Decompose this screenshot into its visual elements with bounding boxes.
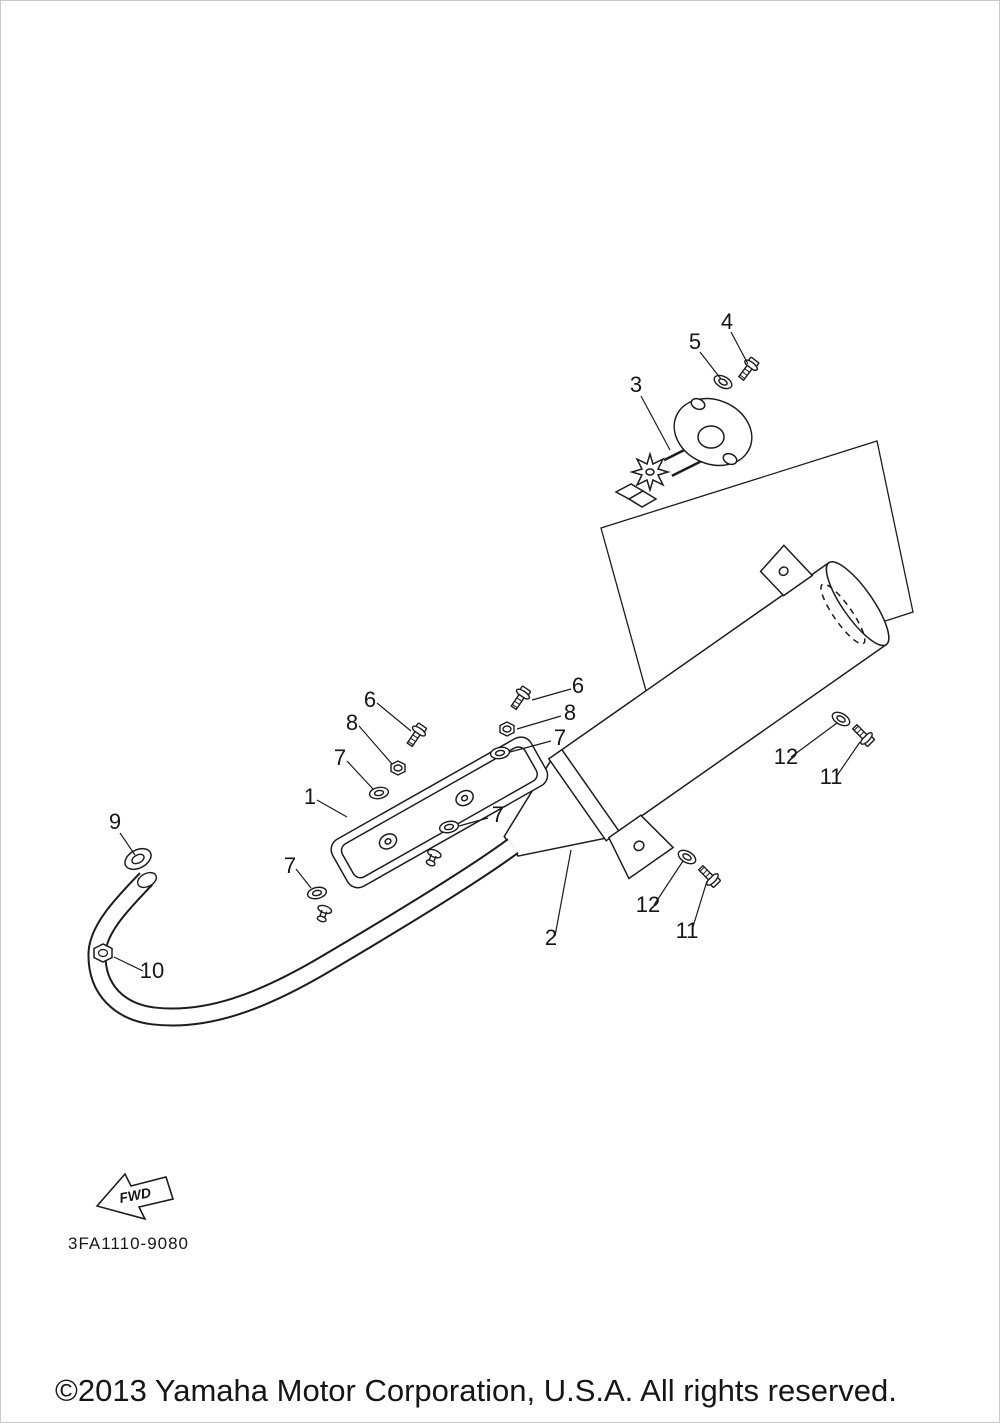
leader-lines — [113, 331, 861, 972]
callout-3: 3 — [630, 372, 642, 397]
callout-7-mid: 7 — [492, 802, 504, 827]
callout-9: 9 — [109, 809, 121, 834]
serrated-gasket-hole — [645, 468, 655, 476]
callout-1: 1 — [304, 784, 316, 809]
callout-7-left: 7 — [334, 745, 346, 770]
gasket-facet-2 — [627, 490, 658, 508]
muffler-end-cap-inner-dashed — [820, 583, 866, 645]
muffler-top-bracket-hole — [778, 566, 789, 577]
callout-6-right: 6 — [572, 673, 584, 698]
pipe-gasket-ring — [124, 847, 152, 871]
callout-12-lower: 12 — [636, 892, 660, 917]
nut-icon-8-left — [390, 760, 406, 776]
bolt-icon-6-right — [506, 683, 534, 713]
heat-shield-outer — [330, 736, 549, 889]
callout-8-right: 8 — [564, 700, 576, 725]
heat-shield — [330, 736, 549, 889]
muffler-assembly — [503, 544, 890, 880]
header-pipe-inner — [89, 839, 518, 1025]
header-pipe — [87, 838, 519, 1027]
callout-numbers: 4 5 3 6 8 7 6 8 7 1 7 7 9 10 12 11 12 11… — [109, 309, 843, 983]
flange-pipe-opening — [697, 425, 725, 449]
callout-7-low: 7 — [284, 853, 296, 878]
washer-icon-12-lower — [675, 846, 699, 868]
callout-8-left: 8 — [346, 710, 358, 735]
callout-5: 5 — [689, 329, 701, 354]
flange-bolt-hole-top — [690, 397, 706, 411]
washer-icon-5 — [711, 371, 735, 393]
inlet-flange-assembly — [614, 397, 753, 508]
callout-6-left: 6 — [364, 687, 376, 712]
muffler-bottom-bracket-hole — [633, 840, 645, 852]
spacer-icon-7-low — [313, 903, 334, 925]
fwd-arrow-label: FWD — [118, 1184, 152, 1206]
bolt-icon-11-upper — [848, 720, 878, 750]
nut-icon-8-right — [499, 721, 515, 737]
diagram-part-code: 3FA1110-9080 — [68, 1234, 189, 1253]
callout-7-right: 7 — [554, 725, 566, 750]
callout-11-lower: 11 — [676, 918, 699, 943]
fwd-arrow: FWD — [95, 1172, 175, 1221]
washer-icon-7-low — [305, 884, 329, 902]
muffler-weld-seam — [561, 749, 620, 833]
header-pipe-outer — [87, 838, 519, 1027]
callout-2: 2 — [545, 925, 557, 950]
flange-bolt-hole-bottom — [722, 452, 738, 466]
pipe-flange-nut — [93, 943, 113, 963]
callout-12-upper: 12 — [774, 744, 798, 769]
callout-4: 4 — [721, 309, 733, 334]
heat-shield-boss-left-hole — [384, 838, 392, 845]
bolt-icon-11-lower — [694, 861, 724, 891]
header-pipe-end-cap — [136, 871, 158, 889]
bolt-icon-6-left — [402, 720, 430, 750]
copyright-text: ©2013 Yamaha Motor Corporation, U.S.A. A… — [55, 1373, 897, 1408]
callout-10: 10 — [140, 958, 164, 983]
heat-shield-boss-right-hole — [460, 794, 469, 802]
bolt-icon-4 — [734, 354, 762, 384]
callout-11-upper: 11 — [820, 764, 843, 789]
muffler-end-cap — [825, 561, 890, 647]
